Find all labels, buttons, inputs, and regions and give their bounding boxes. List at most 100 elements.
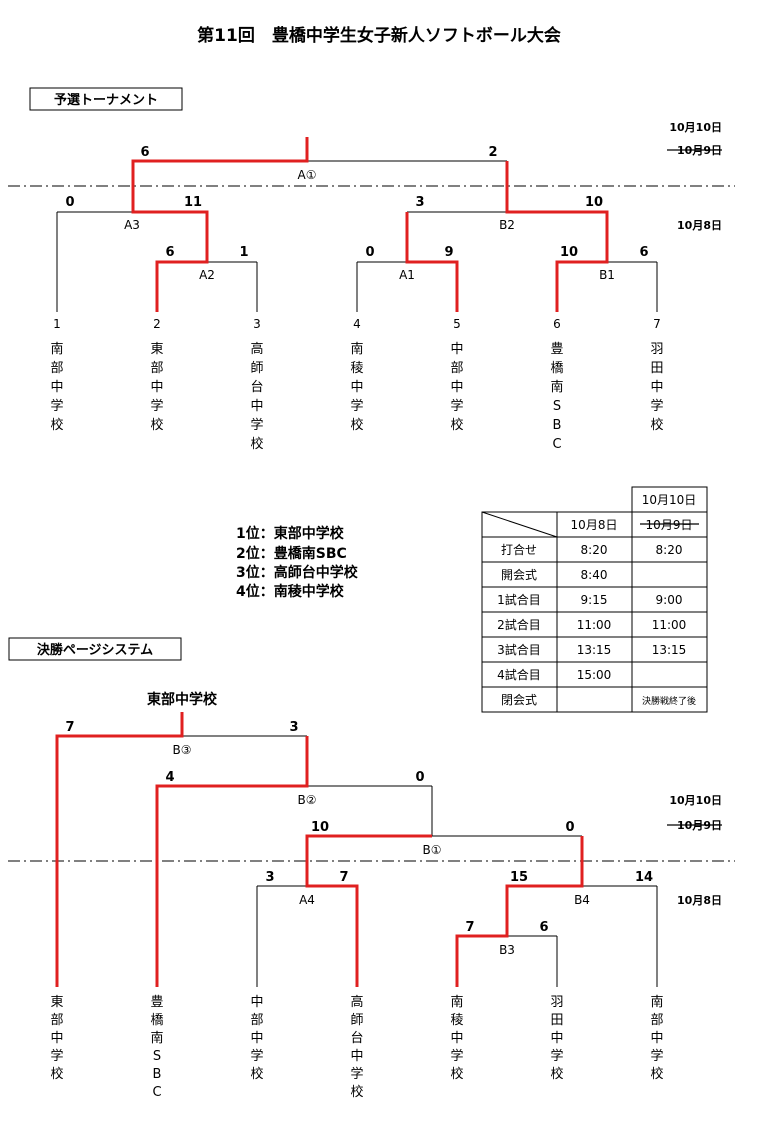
team-name-char: 中	[250, 995, 263, 1010]
team-name-char: 学	[350, 398, 363, 414]
schedule-row-label: 3試合目	[497, 642, 541, 657]
svg-text:B3: B3	[499, 943, 515, 957]
team-seed-number: 6	[553, 317, 561, 331]
team-name-char: 部	[50, 361, 63, 376]
final-match-b2-circle: 4 0 B②	[165, 770, 424, 807]
team-name-char: 橋	[150, 1013, 163, 1028]
team-name-char: 校	[250, 436, 263, 452]
svg-text:0: 0	[565, 820, 574, 835]
team-name-char: 校	[150, 417, 163, 433]
final-team-4: 高師台中学校	[350, 994, 363, 1100]
svg-text:B2: B2	[499, 218, 515, 232]
final-match-b4: 15 14 B4	[510, 870, 653, 907]
prelim-date-cancelled: 10月9日	[667, 144, 722, 157]
final-match-a4: 3 7 A4	[265, 870, 348, 907]
svg-text:6: 6	[639, 245, 648, 260]
team-name-char: 豊	[150, 995, 163, 1010]
team-name-char: 羽	[550, 995, 563, 1010]
svg-text:A3: A3	[124, 218, 140, 232]
svg-text:0: 0	[415, 770, 424, 785]
team-name-char: 学	[650, 398, 663, 414]
table-col1-header: 10月8日	[571, 518, 618, 532]
team-name-char: 中	[550, 1031, 563, 1046]
team-name-char: 田	[650, 361, 663, 376]
team-name-char: 校	[250, 1066, 263, 1082]
prelim-match-a1: 0 9 A1	[365, 245, 453, 282]
prelim-team-list: 1南部中学校2東部中学校3高師台中学校4南稜中学校5中部中学校6豊橋南SBC7羽…	[50, 317, 663, 452]
svg-text:9: 9	[444, 245, 453, 260]
final-date-first: 10月8日	[677, 894, 722, 907]
svg-text:7: 7	[339, 870, 348, 885]
schedule-row-label: 閉会式	[501, 693, 537, 707]
prelim-final-match: 6 2 A①	[140, 145, 497, 182]
svg-text:0: 0	[365, 245, 374, 260]
team-name-char: C	[152, 1085, 161, 1100]
schedule-row-c1: 8:40	[581, 568, 608, 582]
team-name-char: 中	[450, 342, 463, 357]
team-name-char: 学	[450, 398, 463, 414]
team-name-char: 東	[50, 994, 63, 1010]
team-name-char: 中	[350, 380, 363, 395]
team-name-char: B	[553, 418, 562, 433]
team-name-char: 東	[150, 341, 163, 357]
final-team-1: 東部中学校	[50, 994, 63, 1082]
final-match-b3-circle: 7 3 B③	[65, 720, 298, 757]
svg-text:A2: A2	[199, 268, 215, 282]
team-name-char: 校	[350, 417, 363, 433]
schedule-headers: 10月10日 10月8日 10月9日	[571, 493, 697, 532]
table-col2-header: 10月9日	[646, 518, 693, 532]
final-team-5: 南稜中学校	[450, 994, 463, 1082]
svg-text:B4: B4	[574, 893, 590, 907]
team-name-char: 学	[50, 1048, 63, 1064]
svg-text:A1: A1	[399, 268, 415, 282]
team-name-char: 師	[250, 361, 263, 376]
ranking-list: 1位：東部中学校 2位：豊橋南SBC 3位：高師台中学校 4位：南稜中学校	[236, 525, 359, 600]
prelim-match-b2: 3 10 B2	[415, 195, 603, 232]
svg-text:7: 7	[465, 920, 474, 935]
team-name-char: 校	[650, 1066, 663, 1082]
schedule-row-label: 1試合目	[497, 592, 541, 607]
team-name-char: 南	[450, 994, 463, 1010]
team-name-char: 中	[450, 1031, 463, 1046]
schedule-row-label: 打合せ	[501, 542, 537, 557]
team-name-char: S	[153, 1049, 161, 1064]
team-name-char: 南	[50, 341, 63, 357]
svg-text:A①: A①	[298, 168, 317, 182]
team-name-char: 学	[250, 1048, 263, 1064]
team-name-char: 稜	[350, 361, 363, 376]
svg-text:B1: B1	[599, 268, 615, 282]
prelim-match-a3: 0 11 A3	[65, 195, 202, 232]
team-name-char: 校	[550, 1066, 563, 1082]
final-date-final: 10月10日	[669, 794, 722, 807]
team-name-char: 中	[650, 380, 663, 395]
team-name-char: 部	[50, 1013, 63, 1028]
prelim-date-first: 10月8日	[677, 219, 722, 232]
team-name-char: 学	[150, 398, 163, 414]
team-name-char: 部	[150, 361, 163, 376]
team-name-char: 中	[50, 1031, 63, 1046]
svg-text:11: 11	[184, 195, 202, 210]
prelim-match-a2: 6 1 A2	[165, 245, 248, 282]
team-name-char: 稜	[450, 1013, 463, 1028]
svg-text:0: 0	[65, 195, 74, 210]
team-name-char: 南	[150, 1030, 163, 1046]
svg-text:15: 15	[510, 870, 528, 885]
team-name-char: 部	[250, 1013, 263, 1028]
team-name-char: 高	[350, 994, 363, 1010]
team-name-char: 南	[550, 379, 563, 395]
team-name-char: 校	[650, 417, 663, 433]
team-name-char: 校	[450, 1066, 463, 1082]
final-date-cancelled: 10月9日	[667, 819, 722, 832]
svg-text:6: 6	[539, 920, 548, 935]
team-name-char: 中	[250, 399, 263, 414]
